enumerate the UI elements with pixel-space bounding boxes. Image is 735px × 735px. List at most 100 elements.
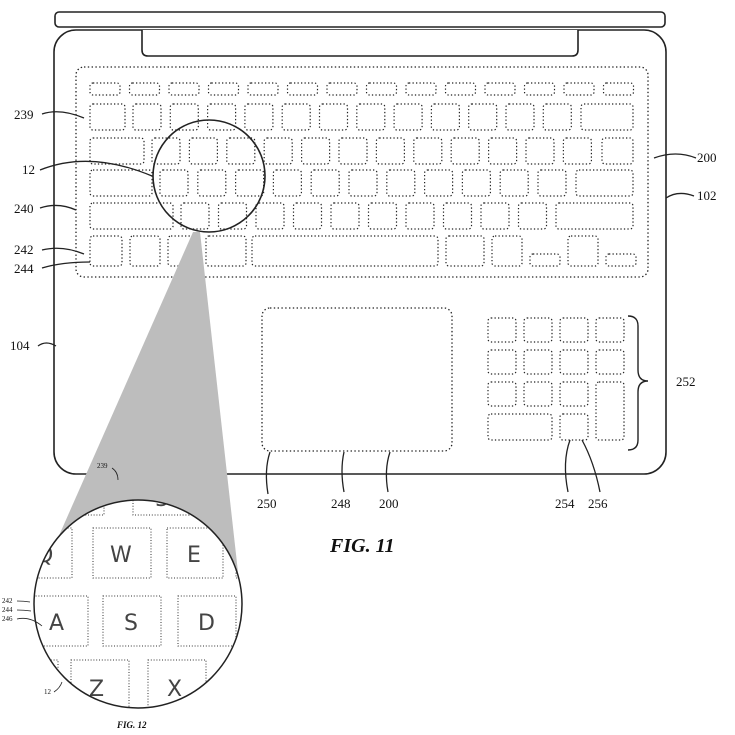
key — [442, 202, 473, 230]
leader-lines — [37, 111, 697, 495]
detail-label-246: 246 — [2, 615, 13, 623]
keypad-bracket — [627, 315, 649, 451]
label-244: 244 — [14, 261, 34, 276]
label-240: 240 — [14, 201, 34, 216]
key — [169, 103, 199, 131]
key — [89, 235, 123, 267]
label-254: 254 — [555, 496, 575, 511]
function-key — [326, 82, 358, 96]
function-key — [484, 82, 516, 96]
function-key — [247, 82, 279, 96]
label-239: 239 — [14, 107, 34, 122]
key — [217, 202, 248, 230]
function-key — [286, 82, 319, 96]
key — [424, 169, 454, 197]
function-key — [523, 82, 556, 96]
key — [348, 169, 378, 197]
key — [413, 137, 443, 165]
label-250: 250 — [257, 496, 277, 511]
key — [393, 103, 423, 131]
key — [159, 169, 189, 197]
key — [367, 202, 398, 230]
key — [180, 202, 210, 230]
key — [244, 103, 274, 131]
detail-circle — [33, 499, 243, 709]
figure-11-caption: FIG. 11 — [329, 535, 394, 557]
numpad-key — [523, 317, 553, 343]
detail-label-12: 12 — [44, 688, 52, 696]
keyboard-region — [75, 66, 649, 278]
numeric-keypad — [487, 317, 625, 441]
detail-key-e: E — [187, 543, 201, 568]
key — [468, 103, 498, 131]
key — [272, 169, 302, 197]
key — [525, 137, 555, 165]
function-key — [444, 82, 477, 96]
key — [281, 103, 311, 131]
key — [207, 103, 237, 131]
key — [318, 103, 349, 131]
function-key — [207, 82, 240, 96]
key — [301, 137, 331, 165]
key — [375, 137, 405, 165]
detail-key-d: D — [198, 611, 215, 636]
key — [197, 169, 227, 197]
key — [151, 137, 181, 165]
function-key — [168, 82, 200, 96]
function-key — [602, 82, 635, 96]
numpad-tall-key — [595, 381, 625, 441]
magnifier-circle — [152, 119, 266, 233]
numpad-key — [559, 317, 589, 343]
key — [330, 202, 360, 230]
key — [499, 169, 529, 197]
key — [555, 202, 634, 230]
detail-leader-lines — [16, 467, 119, 693]
key — [255, 202, 285, 230]
detail-key-z: Z — [89, 677, 104, 702]
key — [542, 103, 572, 131]
numpad-key — [523, 349, 553, 375]
key — [575, 169, 634, 197]
hinge-notch — [141, 30, 579, 57]
key — [488, 137, 518, 165]
detail-key-w: W — [110, 543, 132, 568]
keyboard-keys — [89, 82, 637, 267]
function-key — [365, 82, 398, 96]
key — [601, 137, 634, 165]
label-256: 256 — [588, 496, 608, 511]
key — [132, 103, 162, 131]
key — [292, 202, 323, 230]
key — [461, 169, 491, 197]
key — [205, 235, 247, 267]
label-200-trackpad: 200 — [379, 496, 399, 511]
arrow-key — [605, 253, 637, 267]
numpad-key — [559, 413, 589, 441]
function-key — [405, 82, 437, 96]
numpad-key — [523, 381, 553, 407]
key — [517, 202, 548, 230]
detail-key-a: A — [49, 611, 64, 636]
spacebar — [251, 235, 439, 267]
label-252: 252 — [676, 374, 696, 389]
key — [405, 202, 435, 230]
function-key — [89, 82, 121, 96]
numpad-key — [559, 381, 589, 407]
key — [89, 202, 174, 230]
key — [188, 137, 218, 165]
function-key — [128, 82, 161, 96]
detail-key-x: X — [167, 677, 182, 702]
key — [450, 137, 480, 165]
key — [386, 169, 416, 197]
detail-label-242: 242 — [2, 597, 13, 605]
label-200-keyboard: 200 — [697, 150, 717, 165]
numpad-key — [487, 381, 517, 407]
key — [537, 169, 567, 197]
key — [89, 103, 126, 131]
key — [505, 103, 535, 131]
label-248: 248 — [331, 496, 351, 511]
label-104: 104 — [10, 338, 30, 353]
numpad-key — [595, 317, 625, 343]
figure-12-caption: FIG. 12 — [116, 720, 147, 730]
detail-label-239: 239 — [97, 462, 108, 470]
